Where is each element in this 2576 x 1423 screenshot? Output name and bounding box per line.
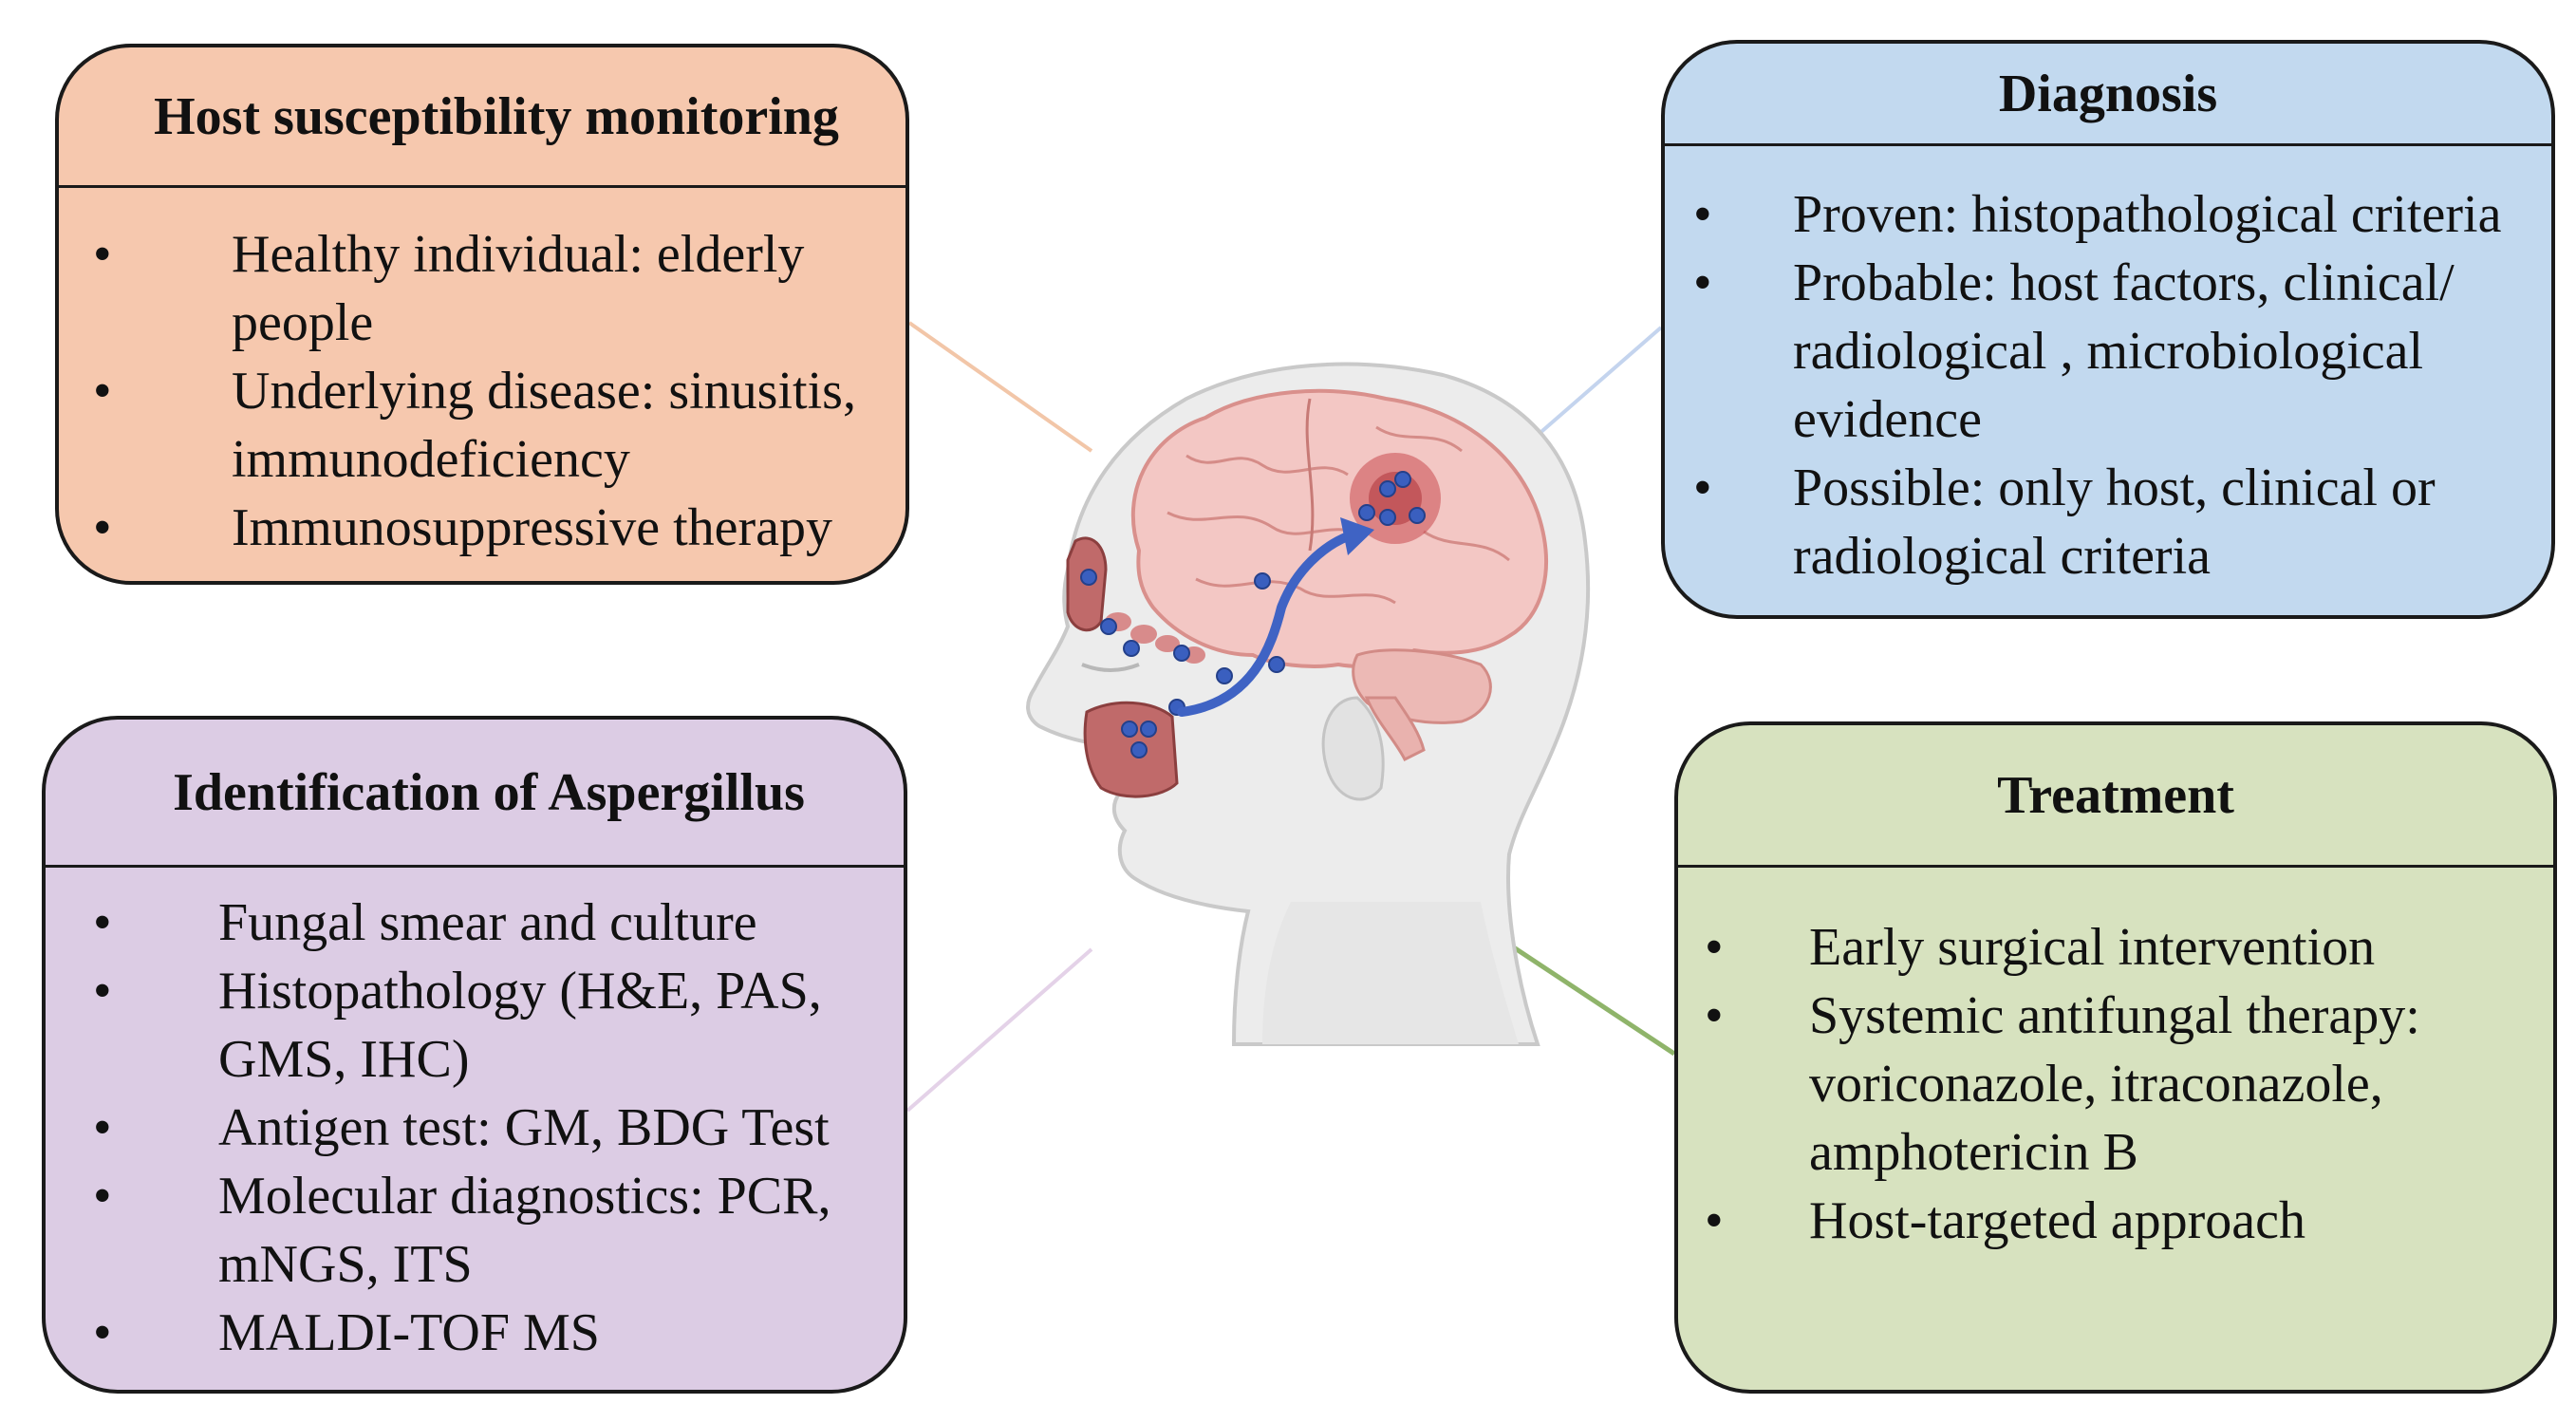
bullet-icon: • xyxy=(1705,986,1724,1045)
identification-body: •Fungal smear and culture •Histopatholog… xyxy=(46,868,904,1367)
list-item: •Host-targeted approach xyxy=(1705,1187,2525,1255)
treatment-body: •Early surgical intervention •Systemic a… xyxy=(1678,868,2553,1255)
diagnosis-body: •Proven: histopathological criteria •Pro… xyxy=(1665,146,2551,590)
list-item: •Possible: only host, clinical or radiol… xyxy=(1693,454,2532,590)
host-susceptibility-box: Host susceptibility monitoring •Healthy … xyxy=(55,44,909,585)
bullet-icon: • xyxy=(93,225,112,284)
list-item: •Histopathology (H&E, PAS, GMS, IHC) xyxy=(93,957,875,1094)
identification-list: •Fungal smear and culture •Histopatholog… xyxy=(93,889,875,1367)
connector-identification xyxy=(905,947,1093,1113)
list-item: •Underlying disease: sinusitis, immunode… xyxy=(93,357,868,494)
bullet-icon: • xyxy=(1693,253,1712,312)
list-item: •Early surgical intervention xyxy=(1705,913,2525,982)
bullet-icon: • xyxy=(1693,185,1712,244)
list-item: •Systemic antifungal therapy: voriconazo… xyxy=(1705,982,2525,1187)
bullet-icon: • xyxy=(93,893,112,952)
list-item: •Molecular diagnostics: PCR, mNGS, ITS xyxy=(93,1162,875,1299)
list-item: •Immunosuppressive therapy xyxy=(93,494,868,562)
list-item: •Fungal smear and culture xyxy=(93,889,875,957)
host-susceptibility-title: Host susceptibility monitoring xyxy=(59,47,905,188)
treatment-title: Treatment xyxy=(1678,725,2553,868)
bullet-icon: • xyxy=(93,962,112,1020)
bullet-icon: • xyxy=(93,498,112,557)
bullet-icon: • xyxy=(93,1098,112,1157)
treatment-list: •Early surgical intervention •Systemic a… xyxy=(1705,913,2525,1255)
identification-title: Identification of Aspergillus xyxy=(46,720,904,868)
spread-arrow xyxy=(1177,517,1374,717)
diagnosis-list: •Proven: histopathological criteria •Pro… xyxy=(1693,180,2532,590)
host-susceptibility-list: •Healthy individual: elderly people •Und… xyxy=(93,220,868,562)
host-susceptibility-body: •Healthy individual: elderly people •Und… xyxy=(59,188,905,562)
bullet-icon: • xyxy=(93,1167,112,1226)
diagnosis-title: Diagnosis xyxy=(1665,44,2551,146)
identification-box: Identification of Aspergillus •Fungal sm… xyxy=(42,716,907,1394)
bullet-icon: • xyxy=(1705,918,1724,977)
connector-host xyxy=(907,321,1093,453)
bullet-icon: • xyxy=(1705,1191,1724,1250)
list-item: •MALDI-TOF MS xyxy=(93,1299,875,1367)
list-item: •Healthy individual: elderly people xyxy=(93,220,868,357)
bullet-icon: • xyxy=(93,1303,112,1362)
bullet-icon: • xyxy=(1693,459,1712,517)
list-item: •Proven: histopathological criteria xyxy=(1693,180,2532,249)
diagnosis-box: Diagnosis •Proven: histopathological cri… xyxy=(1661,40,2555,619)
list-item: •Antigen test: GM, BDG Test xyxy=(93,1094,875,1162)
treatment-box: Treatment •Early surgical intervention •… xyxy=(1674,721,2557,1394)
spores xyxy=(1080,471,1426,758)
bullet-icon: • xyxy=(93,362,112,421)
list-item: •Probable: host factors, clinical/ radio… xyxy=(1693,249,2532,454)
